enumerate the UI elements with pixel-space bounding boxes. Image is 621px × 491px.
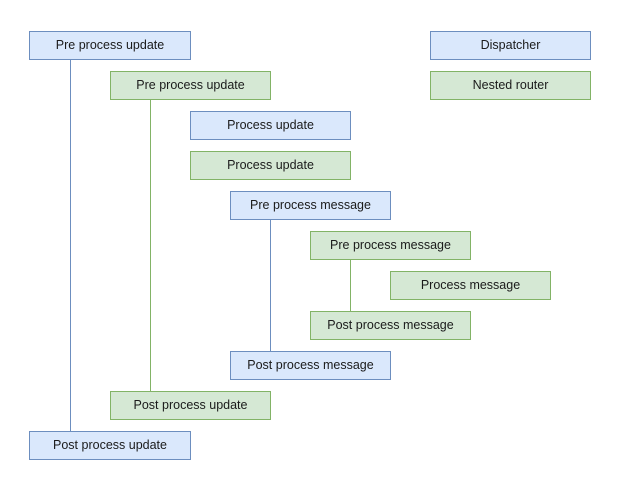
process-node[interactable]: Process update [190,111,351,140]
legend-item[interactable]: Dispatcher [430,31,591,60]
process-node[interactable]: Post process message [230,351,391,380]
process-node[interactable]: Process message [390,271,551,300]
connector-line [150,100,151,391]
process-node[interactable]: Pre process update [110,71,271,100]
process-node[interactable]: Pre process message [230,191,391,220]
connector-line [270,220,271,351]
connector-line [350,260,351,311]
process-node[interactable]: Pre process update [29,31,191,60]
process-node[interactable]: Post process update [29,431,191,460]
process-node[interactable]: Pre process message [310,231,471,260]
process-node[interactable]: Post process update [110,391,271,420]
legend-item[interactable]: Nested router [430,71,591,100]
connector-line [70,60,71,431]
process-node[interactable]: Post process message [310,311,471,340]
process-node[interactable]: Process update [190,151,351,180]
